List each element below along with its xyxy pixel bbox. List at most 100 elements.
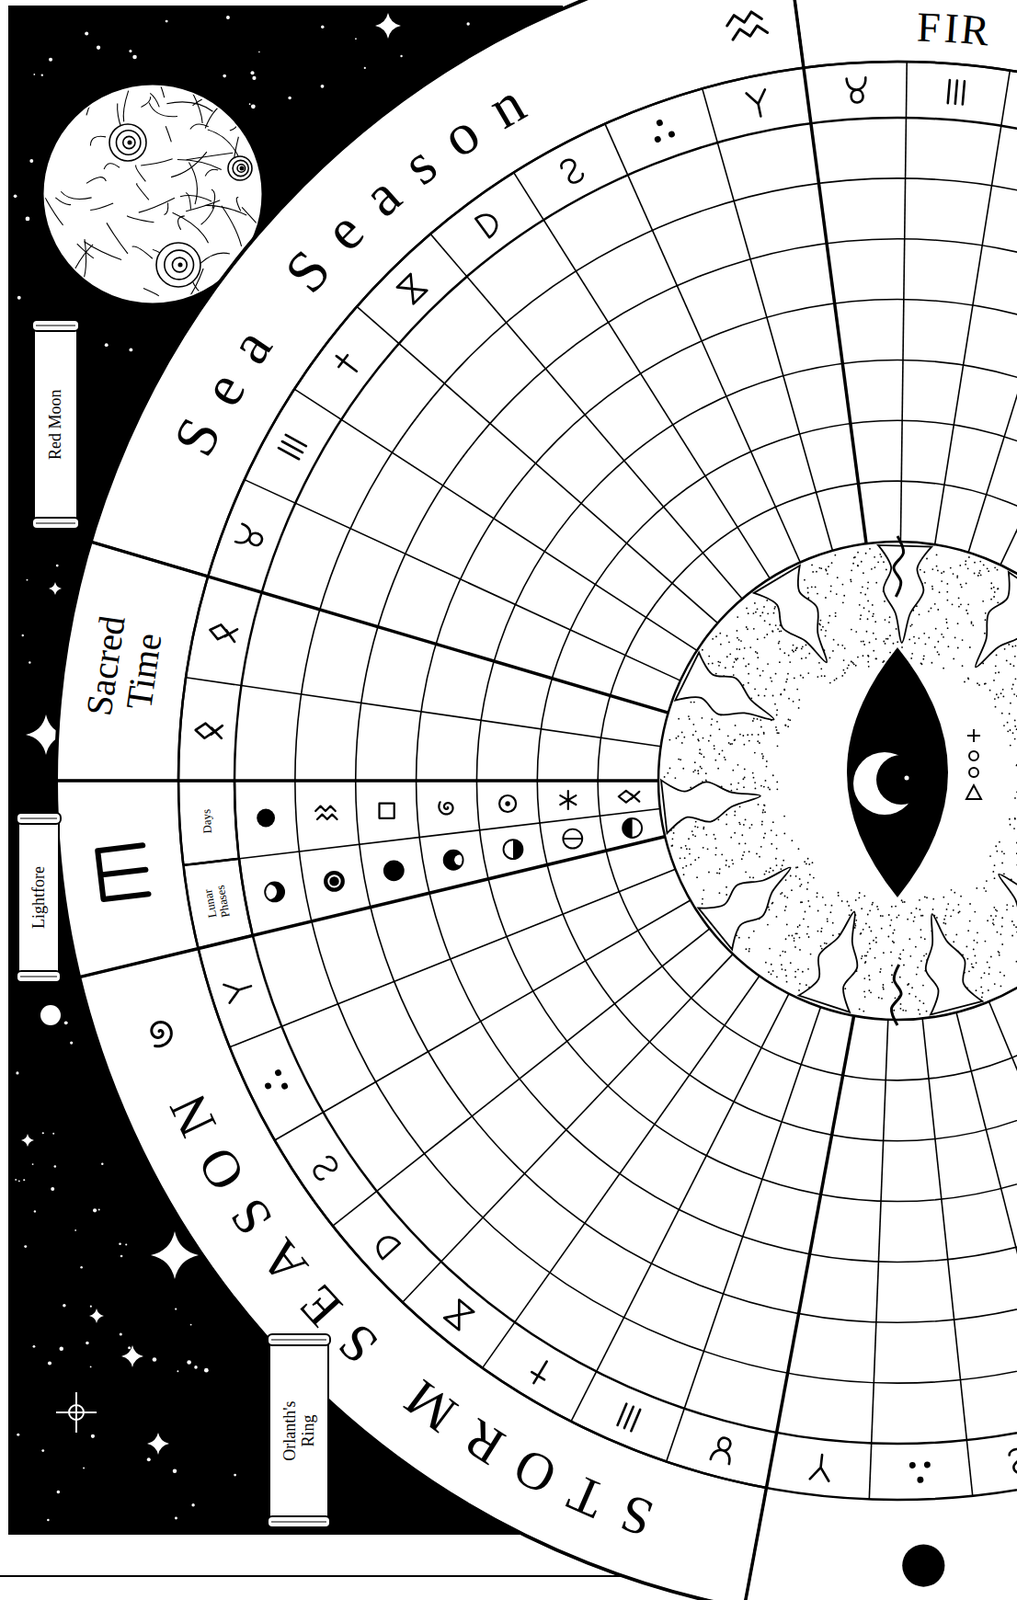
sun-stipple [854,926,857,929]
sun-stipple [880,997,883,1000]
fertility-rune [397,274,428,305]
sun-stipple [1005,908,1008,911]
sun-stipple [752,719,755,722]
sun-stipple [757,803,760,806]
sun-stipple [776,731,778,734]
sun-stipple [772,774,775,777]
sun-stipple [757,733,760,736]
sun-stipple [815,895,818,898]
sun-stipple [835,593,838,595]
sacred-rune [208,622,239,643]
sun-stipple [908,993,911,995]
star-dot [47,1361,52,1366]
sun-stipple [998,954,1001,957]
star-dot [226,15,230,20]
sun-stipple [776,788,778,790]
sun-stipple [744,665,747,668]
sun-stipple [718,872,720,875]
sun-stipple [668,739,671,742]
sun-stipple [976,931,979,934]
sun-stipple [971,962,973,965]
sun-stipple [795,647,798,650]
sun-stipple [807,592,810,595]
sun-stipple [738,822,741,824]
moon-scratch [165,125,172,142]
sun-stipple [918,899,921,902]
sun-stipple [895,628,898,630]
sun-stipple [781,968,784,971]
sun-stipple [922,984,925,987]
star-dot [64,1020,69,1025]
sun-stipple [740,639,743,642]
sun-stipple [846,901,849,903]
sun-stipple [924,896,926,899]
sun-stipple [771,902,774,904]
sun-stipple [799,948,801,951]
sun-flame [674,652,774,720]
phase-disc [562,829,583,849]
sun-stipple [925,1010,928,1013]
sun-stipple [993,595,995,598]
sun-stipple [918,999,921,1002]
moon-scratch [83,241,122,261]
letter: s [392,134,447,195]
sun-stipple [776,864,778,867]
sun-stipple [765,687,767,690]
sun-stipple [719,632,721,635]
letter: R [454,1409,514,1475]
sun-stipple [800,648,803,651]
moon-scratch [186,152,234,160]
sun-stipple [753,718,755,720]
sun-stipple [892,1009,895,1012]
sun-stipple [925,642,927,645]
sun-stipple [820,619,823,622]
sun-stipple [891,981,893,983]
sun-stipple [958,605,960,608]
sun-stipple [1013,664,1016,667]
sun-stipple [719,643,722,646]
sun-stipple [986,919,989,922]
sun-stipple [763,605,766,608]
sun-stipple [733,739,736,742]
sun-stipple [964,563,967,566]
sun-stipple [889,616,892,618]
sun-stipple [1015,925,1017,928]
sun-stipple [794,649,797,652]
sun-stipple [981,995,983,998]
sun-stipple [748,850,751,853]
sun-stipple [837,643,840,646]
sun-stipple [832,934,835,937]
sun-stipple [872,650,875,652]
sun-stipple [702,737,705,740]
sun-stipple [940,633,943,636]
moon-scratch [148,59,165,98]
sun-stipple [844,672,846,675]
phase-disc [622,818,642,838]
sun-stipple [843,669,846,672]
sun-stipple [869,930,872,933]
sun-stipple [820,628,823,631]
sun-stipple [807,968,810,971]
star-dot [364,67,366,69]
moon-scratch [132,246,153,259]
sun-stipple [827,565,830,568]
star-dot [90,1305,92,1308]
sun-stipple [753,777,755,779]
star-dot [33,1345,36,1349]
sun-stipple [833,639,835,641]
dark-rune [256,809,275,828]
disorder-rune [235,524,265,551]
sun-stipple [834,554,836,557]
header-cell: Days [178,780,240,866]
sun-stipple [701,717,704,720]
sun-stipple [830,584,833,587]
sun-stipple [848,914,851,916]
sun-stipple [788,654,790,657]
sun-stipple [904,1009,907,1012]
moon-scratch [200,252,230,263]
sun-stipple [975,887,978,890]
scroll-body [18,821,59,974]
sun-stipple [818,567,821,570]
sun-stipple [889,651,892,654]
